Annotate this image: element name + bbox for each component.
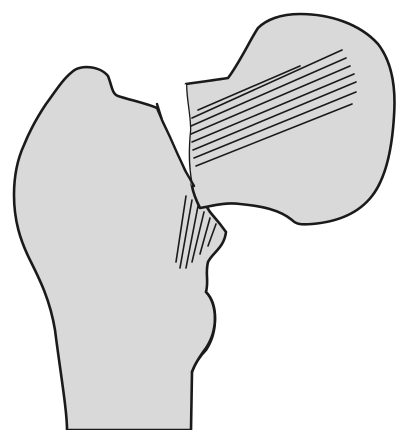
femur-fracture-illustration <box>0 0 409 430</box>
illustration-canvas <box>0 0 409 430</box>
